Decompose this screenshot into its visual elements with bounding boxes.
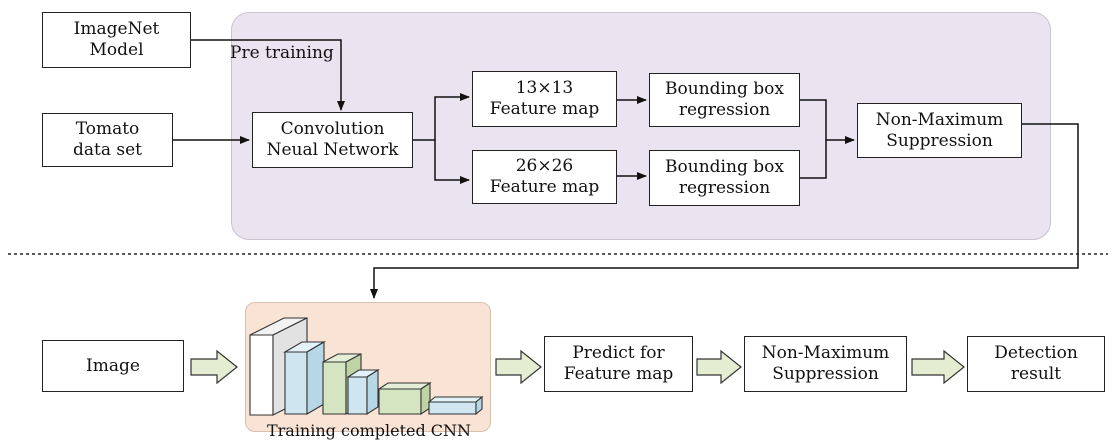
cnn-block-5 [377, 381, 432, 416]
predict-to-nms-hollow-arrow [696, 349, 742, 385]
cnn-to-13-arrow [413, 93, 470, 141]
feature-map-13-box: 13×13 Feature map [472, 71, 617, 127]
bbox-regression-bottom-box: Bounding box regression [649, 150, 800, 206]
nms-to-result-hollow-arrow [911, 349, 965, 385]
cnn-box: Convolution Neual Network [252, 112, 413, 168]
cnn-block-2 [282, 341, 327, 415]
nms-detection-box: Non-Maximum Suppression [744, 336, 907, 392]
predict-feature-map-box: Predict for Feature map [544, 336, 693, 392]
cnn-illustration [249, 317, 484, 416]
bbox-regression-top-box: Bounding box regression [649, 73, 800, 127]
bbox-top-to-nms-arrow [800, 99, 855, 144]
image-to-cnn-hollow-arrow [190, 349, 238, 385]
nms-training-box: Non-Maximum Suppression [857, 103, 1022, 158]
bbox-bottom-to-nms-line [800, 140, 827, 179]
imagenet-model-box: ImageNet Model [42, 12, 191, 68]
feature-map-26-box: 26×26 Feature map [472, 150, 617, 204]
cnn-to-predict-hollow-arrow [495, 349, 542, 385]
cnn-block-4 [346, 368, 380, 416]
image-box: Image [42, 340, 184, 392]
cnn-to-26-arrow [434, 140, 470, 184]
tomato-dataset-box: Tomato data set [42, 113, 173, 167]
training-to-detection-arrow [370, 123, 1079, 299]
pretraining-arrow [191, 39, 345, 111]
trained-cnn-caption: Training completed CNN [266, 421, 472, 440]
cnn-block-6 [427, 395, 484, 416]
pretraining-label: Pre training [230, 43, 334, 63]
detection-result-box: Detection result [967, 336, 1105, 392]
